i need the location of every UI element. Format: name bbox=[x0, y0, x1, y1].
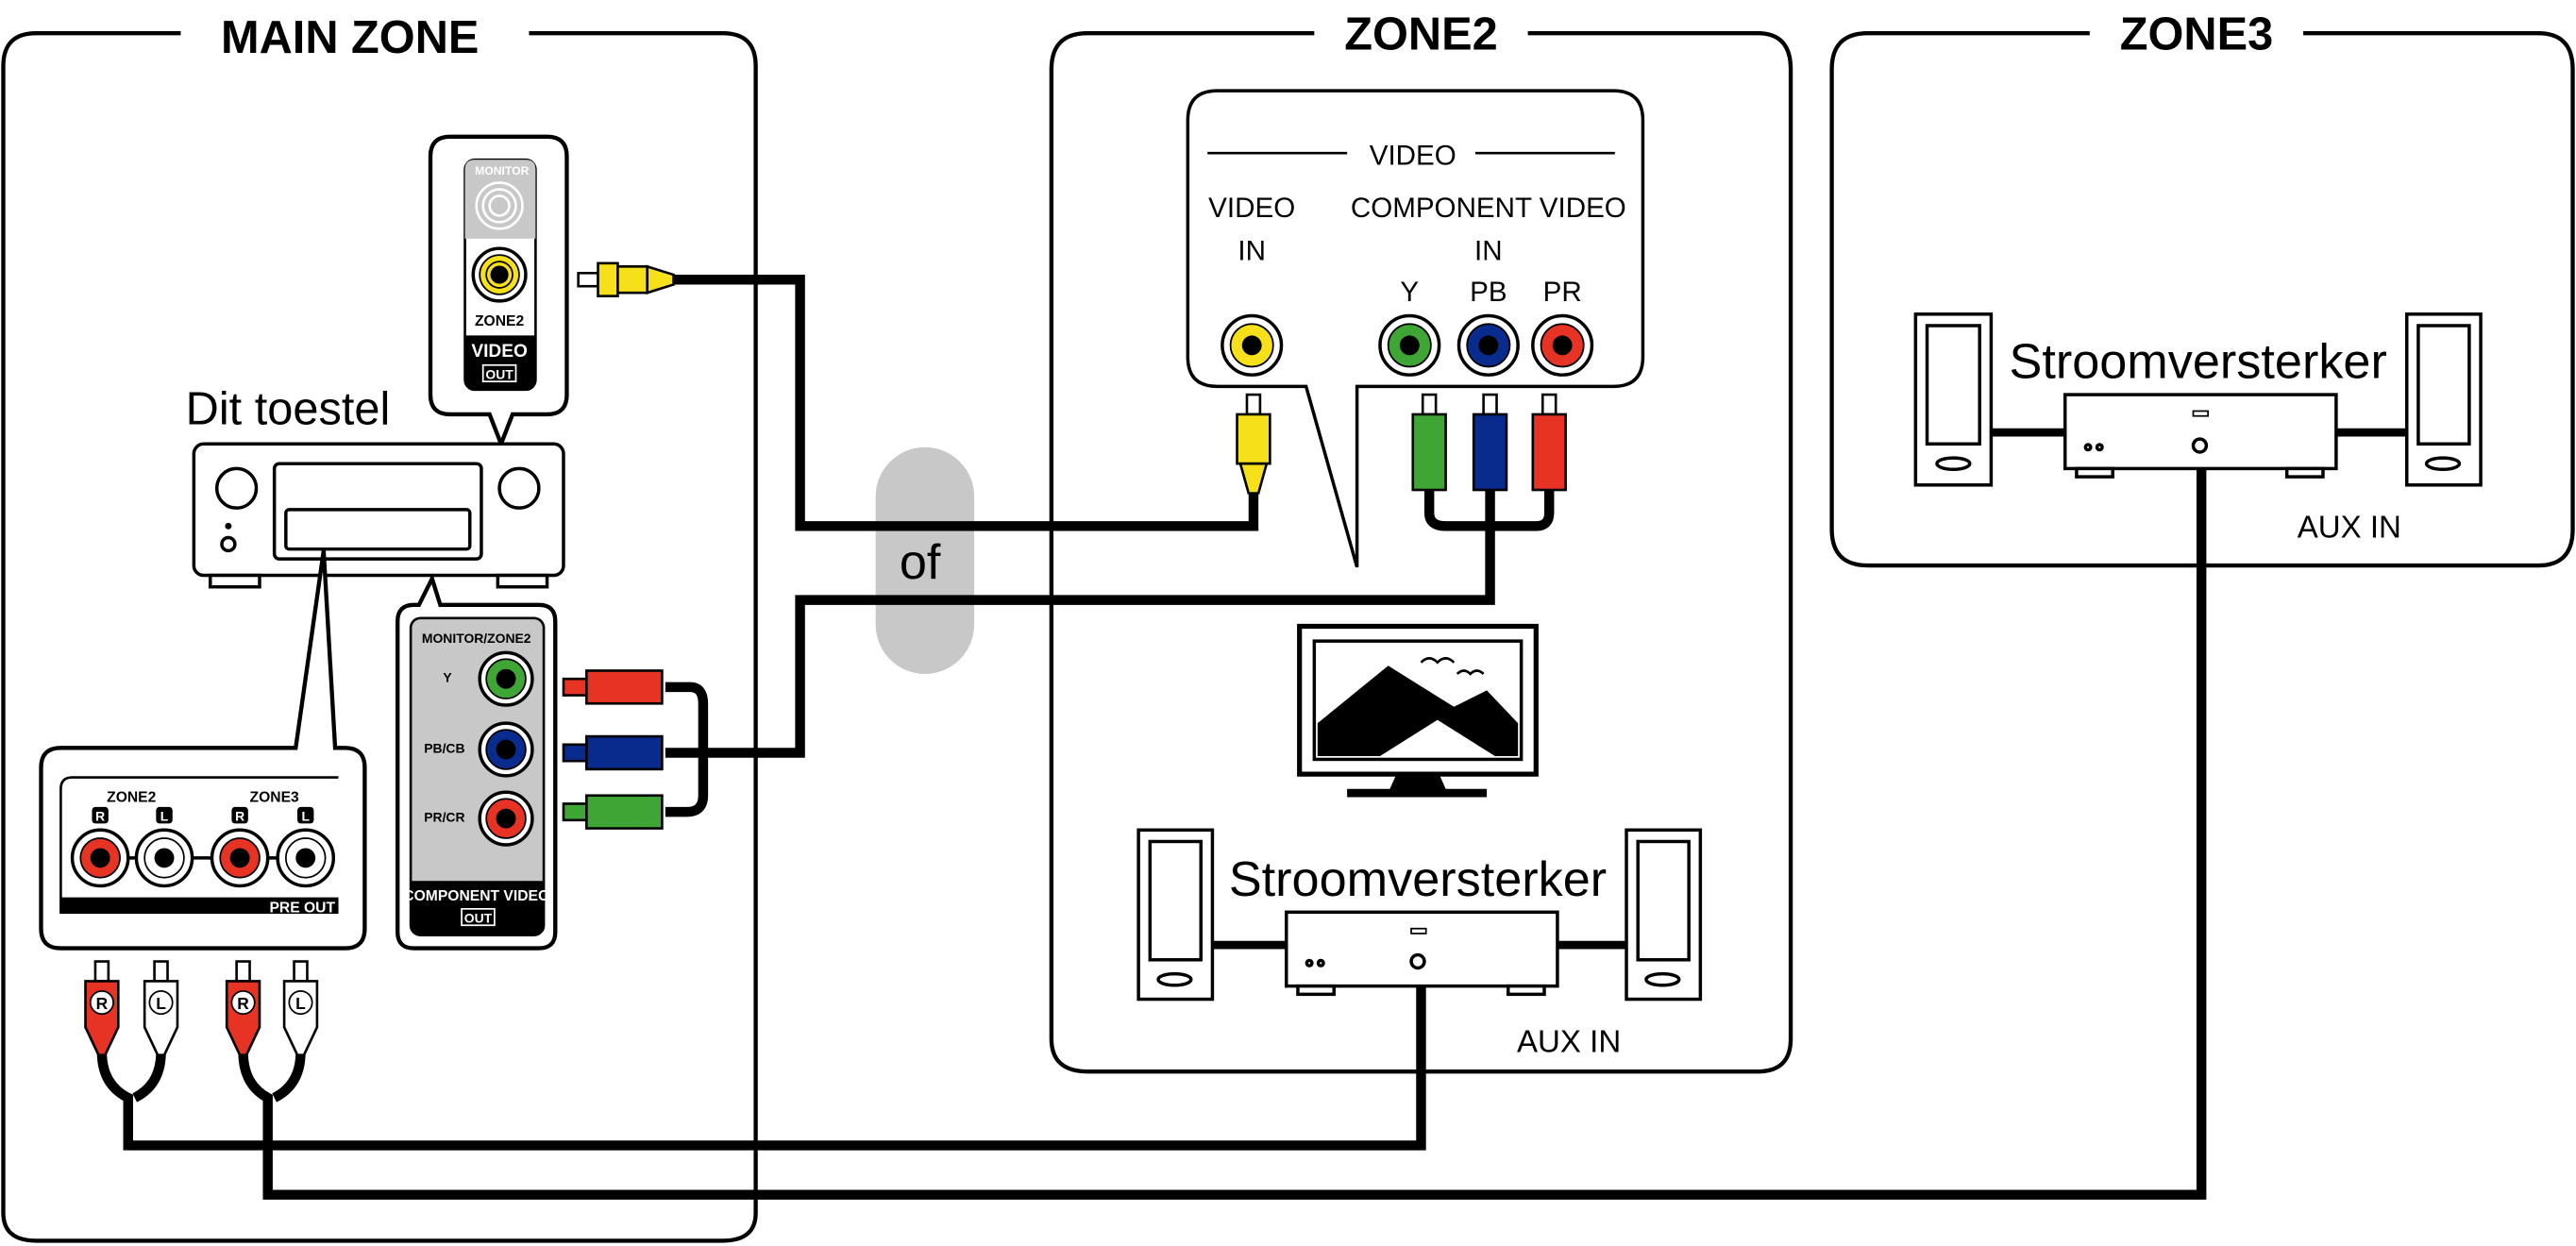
audio-plugs bbox=[84, 960, 319, 1057]
pr-label: PR/CR bbox=[424, 810, 464, 825]
component-cable bbox=[665, 490, 1555, 817]
component-video-callout: MONITOR/ZONE2 Y PB/CB PR/CR COMPONENT VI… bbox=[396, 573, 558, 951]
zone2-label: ZONE2 bbox=[475, 313, 524, 329]
plug-l-label: L bbox=[156, 994, 166, 1013]
tv-icon bbox=[1297, 623, 1539, 798]
r-label: R bbox=[95, 809, 105, 824]
component-title: COMPONENT VIDEO bbox=[403, 888, 549, 904]
main-zone-title: MAIN ZONE bbox=[221, 12, 479, 63]
yellow-video-plug bbox=[577, 261, 675, 297]
zone2-aux-in-label: AUX IN bbox=[1517, 1024, 1621, 1059]
zone2-title: ZONE2 bbox=[1344, 9, 1497, 60]
plug-l-label: L bbox=[295, 994, 306, 1013]
tv-pb-label: PB bbox=[1470, 277, 1507, 308]
component-header: MONITOR/ZONE2 bbox=[422, 631, 531, 646]
zone3-r-jack[interactable] bbox=[210, 828, 270, 888]
l-label: L bbox=[160, 809, 169, 824]
device-label: Dit toestel bbox=[186, 383, 391, 434]
component-in-label-2: IN bbox=[1474, 235, 1503, 266]
zone3-audio-cable bbox=[238, 464, 2207, 1200]
pre-out-zone3-label: ZONE3 bbox=[250, 790, 299, 806]
zone2-l-jack[interactable] bbox=[134, 828, 194, 888]
video-out-callout: MONITOR ZONE2 VIDEO OUT bbox=[428, 134, 569, 450]
zone2-audio-cable bbox=[96, 983, 1426, 1151]
av-receiver bbox=[192, 442, 565, 589]
zone2-r-jack[interactable] bbox=[70, 828, 130, 888]
tv-y-jack[interactable] bbox=[1378, 313, 1441, 377]
or-separator bbox=[875, 446, 975, 674]
tv-pr-jack[interactable] bbox=[1531, 313, 1594, 377]
out-label: OUT bbox=[485, 367, 514, 382]
pre-out-title: PRE OUT bbox=[269, 900, 335, 916]
tv-y-label: Y bbox=[1400, 277, 1419, 308]
component-out-label: OUT bbox=[464, 911, 493, 926]
tv-pr-label: PR bbox=[1543, 277, 1582, 308]
plug-r-label: R bbox=[96, 994, 109, 1013]
zone2-amp-label: Stroomversterker bbox=[1229, 852, 1607, 907]
or-label: of bbox=[900, 535, 941, 590]
tv-video-in-jack[interactable] bbox=[1221, 313, 1284, 377]
zone3-amplifier bbox=[1913, 312, 2483, 487]
component-plugs bbox=[562, 669, 664, 830]
pre-out-callout: PRE OUT ZONE2 ZONE3 R L R L bbox=[39, 550, 367, 951]
y-label: Y bbox=[443, 670, 452, 685]
video-in-label: VIDEO bbox=[1208, 193, 1295, 224]
video-group-label: VIDEO bbox=[1370, 140, 1456, 171]
tv-input-callout: VIDEO VIDEO IN COMPONENT VIDEO IN Y PB P… bbox=[1186, 89, 1645, 568]
video-in-label-2: IN bbox=[1237, 235, 1266, 266]
zone2-box bbox=[1049, 31, 1793, 1074]
zone3-amp-label: Stroomversterker bbox=[2010, 335, 2387, 390]
component-in-label: COMPONENT VIDEO bbox=[1351, 193, 1626, 224]
zone2-amplifier bbox=[1136, 828, 1703, 1002]
video-cable bbox=[673, 275, 1259, 531]
zone3-aux-in-label: AUX IN bbox=[2298, 510, 2401, 545]
component-pr-jack[interactable] bbox=[478, 790, 534, 847]
main-zone-box bbox=[1, 31, 758, 1243]
pb-label: PB/CB bbox=[424, 740, 464, 755]
monitor-label: MONITOR bbox=[475, 164, 529, 177]
pre-out-zone2-label: ZONE2 bbox=[107, 790, 156, 806]
component-pb-jack[interactable] bbox=[478, 721, 534, 778]
video-out-jack[interactable] bbox=[471, 246, 528, 303]
component-y-jack[interactable] bbox=[478, 650, 534, 707]
zone3-l-jack[interactable] bbox=[276, 828, 336, 888]
plug-r-label: R bbox=[237, 994, 249, 1013]
zone3-title: ZONE3 bbox=[2120, 9, 2273, 60]
r-label: R bbox=[235, 809, 244, 824]
video-title: VIDEO bbox=[471, 342, 528, 362]
l-label: L bbox=[301, 809, 310, 824]
tv-side-plugs bbox=[1236, 393, 1567, 495]
tv-pb-jack[interactable] bbox=[1456, 313, 1520, 377]
